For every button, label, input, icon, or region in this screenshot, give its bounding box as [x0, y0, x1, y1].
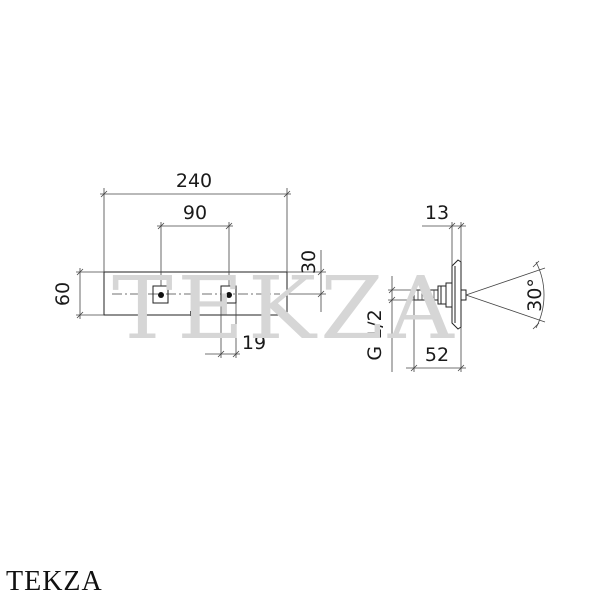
left-handle-dot	[158, 292, 164, 298]
dim-19-label: 19	[242, 332, 266, 354]
front-view: 240 90 60 30 19	[52, 170, 326, 358]
dim-thread-label: G 1/2	[364, 309, 386, 360]
dim-30-label: 30	[298, 250, 320, 274]
dim-90-label: 90	[183, 202, 207, 224]
left-handle-square	[152, 285, 169, 304]
dim-60-label: 60	[52, 282, 74, 306]
right-handle-dot	[226, 292, 232, 298]
dim-52-label: 52	[425, 344, 449, 366]
side-view: 13 30° G 1/2 52	[364, 202, 546, 372]
dim-13-label: 13	[425, 202, 449, 224]
dim-240-label: 240	[176, 170, 212, 192]
watermark-text: TEKZA	[112, 259, 458, 359]
angle-arc	[535, 261, 545, 329]
dim-angle-label: 30°	[524, 278, 546, 312]
right-handle-square	[220, 285, 237, 304]
brand-logo-text: TEKZA	[6, 566, 103, 597]
indicator-mark	[190, 311, 198, 316]
